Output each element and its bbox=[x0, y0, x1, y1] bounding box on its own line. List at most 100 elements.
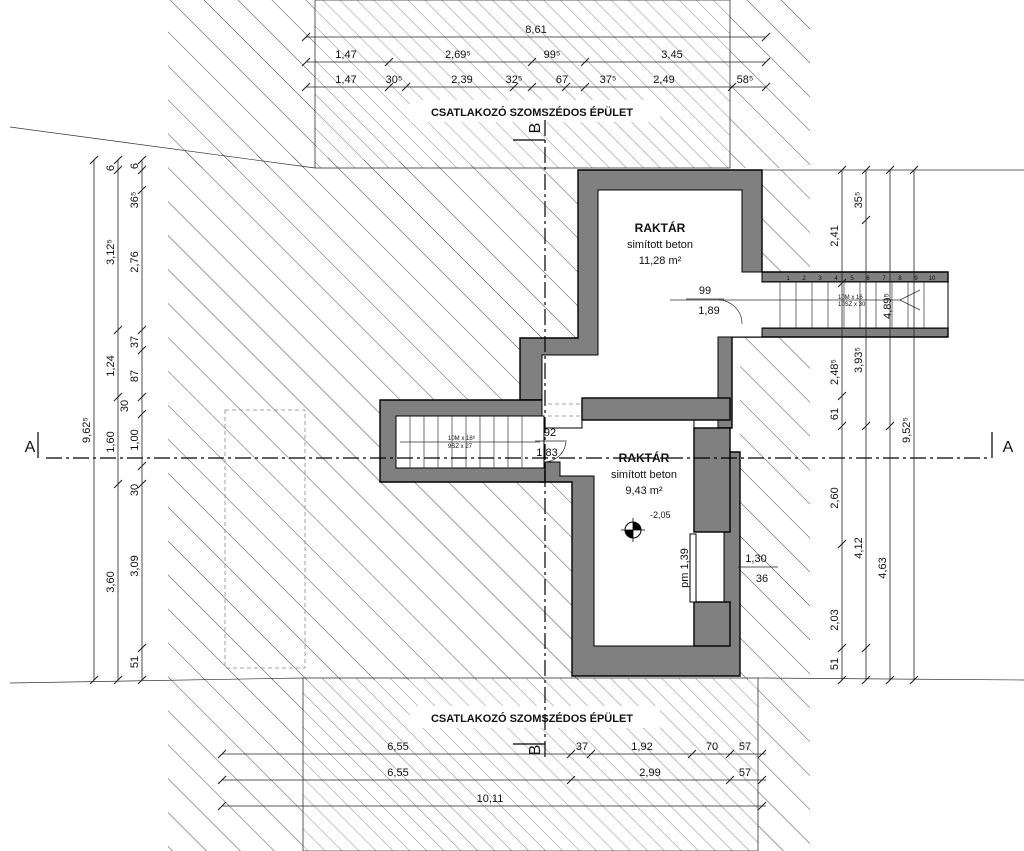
step-number: 9 bbox=[914, 276, 918, 282]
room-area: 9,43 m² bbox=[625, 485, 663, 497]
dim-right-in-0: 2,41 bbox=[829, 225, 841, 246]
dim-right-in-1: 2,48⁵ bbox=[829, 359, 841, 385]
dim-top-r2-3: 3,45 bbox=[661, 49, 682, 61]
dim-top-r3-4: 67 bbox=[556, 74, 568, 86]
dim-right-in-4: 2,03 bbox=[829, 609, 841, 630]
dim-top-r3-5: 37⁵ bbox=[600, 74, 617, 86]
step-number: 7 bbox=[882, 276, 886, 282]
stair-right: 1 2 3 4 5 6 7 8 9 10 10M x 16 10SZ x 30 … bbox=[670, 276, 936, 328]
dim-bot-r1-0: 6,55 bbox=[387, 741, 408, 753]
section-axes: A A B B bbox=[25, 120, 1014, 760]
dim-bot-r1-1: 37 bbox=[576, 741, 588, 753]
dim-door-99: 99 bbox=[699, 285, 711, 297]
dim-top-r2-0: 1,47 bbox=[335, 49, 356, 61]
dim-left-c3-9: 51 bbox=[129, 656, 141, 668]
step-number: 6 bbox=[866, 276, 870, 282]
dim-left-c3-5: 30 bbox=[119, 400, 131, 412]
section-a-right: A bbox=[1003, 439, 1014, 456]
door-swing bbox=[717, 299, 743, 325]
dims-right: 2,41 2,48⁵ 61 2,60 2,03 51 35⁵ 3,93⁵ 4,1… bbox=[829, 165, 919, 685]
dim-right-in-3: 2,60 bbox=[829, 487, 841, 508]
earth-hatch bbox=[168, 0, 810, 851]
neighbor-label-bottom: CSATLAKOZÓ SZOMSZÉDOS ÉPÜLET bbox=[431, 712, 633, 725]
dim-left-c3-4: 87 bbox=[129, 370, 141, 382]
dim-left-c3-1: 36⁵ bbox=[129, 192, 141, 209]
dim-top-r2-2: 99⁵ bbox=[544, 49, 561, 61]
dim-window-130: 1,30 bbox=[745, 553, 766, 565]
dim-top-overall: 8,61 bbox=[525, 24, 546, 36]
room-name: RAKTÁR bbox=[619, 450, 670, 465]
neighbor-building-bottom: CSATLAKOZÓ SZOMSZÉDOS ÉPÜLET bbox=[302, 677, 759, 851]
dim-left-c2-0: 6 bbox=[105, 165, 117, 171]
room-finish: simított beton bbox=[611, 469, 677, 481]
dim-bot-r2-2: 57 bbox=[739, 767, 751, 779]
step-number: 2 bbox=[802, 276, 806, 282]
dim-door-189: 1,89 bbox=[698, 305, 719, 317]
dim-left-c3-6: 1,00 bbox=[129, 429, 141, 450]
property-lines bbox=[9, 126, 1024, 684]
step-number: 5 bbox=[850, 276, 854, 282]
dim-left-overall: 9,62⁵ bbox=[81, 417, 93, 443]
dim-top-r3-0: 1,47 bbox=[335, 74, 356, 86]
dim-right-in-5: 51 bbox=[829, 658, 841, 670]
dim-left-c2-4: 3,60 bbox=[105, 571, 117, 592]
dim-left-c2-3: 1,60 bbox=[105, 431, 117, 452]
level-marker-icon bbox=[621, 518, 645, 542]
stair-left: 10M x 18⁸ 9SZ x 27 bbox=[400, 416, 567, 468]
stair-left-spec1: 10M x 18⁸ bbox=[448, 435, 476, 442]
room-finish: simított beton bbox=[627, 239, 693, 251]
dim-left-c2-2: 1,24 bbox=[105, 355, 117, 376]
step-number: 1 bbox=[786, 276, 790, 282]
room-label-south: RAKTÁR simított beton 9,43 m² bbox=[611, 450, 677, 497]
dim-right-mid-0: 35⁵ bbox=[853, 192, 865, 209]
dim-door-92: 92 bbox=[544, 427, 556, 439]
dim-top-r2-1: 2,69⁵ bbox=[445, 49, 471, 61]
step-number: 3 bbox=[818, 276, 822, 282]
section-b-bottom: B bbox=[527, 745, 544, 756]
neighbor-label-top: CSATLAKOZÓ SZOMSZÉDOS ÉPÜLET bbox=[431, 106, 633, 119]
dim-right-out-0: 9,52⁵ bbox=[901, 417, 913, 443]
dim-left-c3-7: 30 bbox=[129, 484, 141, 496]
interior-dims: 99 1,89 92 1,83 -2,05 pm 1,39 1,30 36 bbox=[535, 285, 778, 588]
step-number: 8 bbox=[898, 276, 902, 282]
dim-window-36: 36 bbox=[756, 573, 768, 585]
dim-top-r3-3: 32⁵ bbox=[506, 74, 523, 86]
dim-left-c2-1: 3,12⁵ bbox=[105, 239, 117, 265]
stair-right-length: 4,89⁵ bbox=[882, 293, 894, 319]
dim-bot-overall: 10,11 bbox=[477, 793, 504, 805]
stair-left-spec2: 9SZ x 27 bbox=[448, 444, 473, 450]
stair-right-spec1: 10M x 16 bbox=[838, 295, 863, 301]
dim-left-c3-2: 2,76 bbox=[129, 251, 141, 272]
dim-right-out-1: 4,63 bbox=[877, 557, 889, 578]
dim-top-r3-1: 30⁵ bbox=[386, 74, 403, 86]
section-b-top: B bbox=[527, 123, 544, 134]
dim-bot-r1-4: 57 bbox=[739, 741, 751, 753]
step-number: 4 bbox=[834, 276, 838, 282]
dim-top-r3-7: 58⁵ bbox=[737, 74, 754, 86]
stair-right-spec2: 10SZ x 30 bbox=[838, 302, 866, 308]
dims-top: 8,61 1,47 2,69⁵ 99⁵ 3,45 1,47 30⁵ 2,39 3… bbox=[301, 24, 771, 92]
dim-left-c3-3: 37 bbox=[129, 336, 141, 348]
dim-left-c3-8: 3,09 bbox=[129, 555, 141, 576]
dim-left-c3-0: 6 bbox=[129, 163, 141, 169]
room-label-north: RAKTÁR simított beton 11,28 m² bbox=[627, 220, 693, 267]
dim-right-mid-1: 3,93⁵ bbox=[853, 347, 865, 373]
dim-door-183: 1,83 bbox=[536, 447, 557, 459]
dim-top-r3-2: 2,39 bbox=[451, 74, 472, 86]
level-value: -2,05 bbox=[650, 510, 671, 520]
section-a-left: A bbox=[25, 439, 36, 456]
dim-parapet: pm 1,39 bbox=[679, 548, 691, 588]
room-area: 11,28 m² bbox=[639, 255, 682, 267]
room-name: RAKTÁR bbox=[635, 220, 686, 235]
dim-bot-r2-0: 6,55 bbox=[387, 767, 408, 779]
dim-bot-r2-1: 2,99 bbox=[639, 767, 660, 779]
step-number: 10 bbox=[929, 276, 936, 282]
dim-top-r3-6: 2,49 bbox=[653, 74, 674, 86]
dim-right-mid-2: 4,12 bbox=[853, 537, 865, 558]
dim-bot-r1-3: 70 bbox=[706, 741, 718, 753]
dim-right-in-2: 61 bbox=[829, 408, 841, 420]
dim-bot-r1-2: 1,92 bbox=[631, 741, 652, 753]
dims-left: 9,62⁵ 6 3,12⁵ 1,24 1,60 3,60 6 36⁵ 2,76 … bbox=[81, 155, 147, 685]
dims-bottom: 6,55 37 1,92 70 57 6,55 2,99 57 10,11 bbox=[217, 741, 767, 811]
